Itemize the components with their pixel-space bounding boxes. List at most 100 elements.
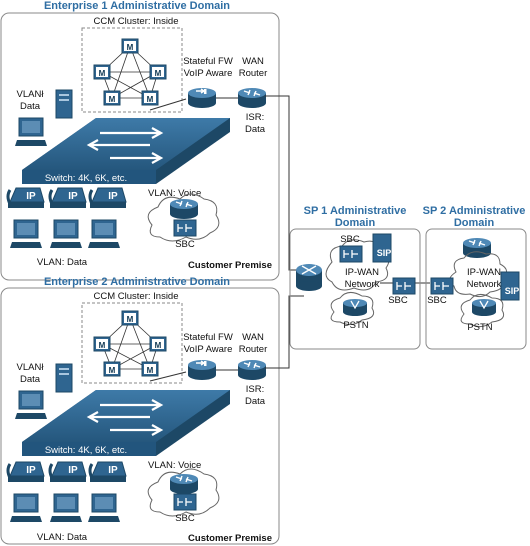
isr-label-2: Data xyxy=(245,396,266,407)
sp1-sip-server-icon xyxy=(372,233,392,263)
cluster-server xyxy=(121,38,139,54)
ip-phone-icon xyxy=(88,186,128,210)
cluster-server xyxy=(93,336,111,352)
customer-premise-label: Customer Premise xyxy=(188,533,272,544)
vlan-data-label: VLANł xyxy=(17,362,45,373)
sp2-border xyxy=(425,228,527,350)
sbc-label: SBC xyxy=(175,513,195,524)
ip-phone-icon xyxy=(6,460,46,484)
sp1-ip-wan-cloud xyxy=(325,239,390,291)
ip-phone-icon xyxy=(88,460,128,484)
isr-label: ISR: xyxy=(246,112,264,123)
ccm-cluster-label: CCM Cluster: Inside xyxy=(94,291,179,302)
pc-icon xyxy=(9,219,43,249)
vlan-data-bottom-label: VLAN: Data xyxy=(37,532,88,543)
customer-premise-label: Customer Premise xyxy=(188,260,272,271)
sp1-sbc-top-label: SBC xyxy=(340,234,360,245)
firewall-label-2: VoIP Aware xyxy=(184,68,233,79)
firewall-label: Stateful FW xyxy=(183,56,233,67)
sbc-router-icon xyxy=(169,473,199,495)
vlan-data-label: VLANł xyxy=(17,89,45,100)
sp1-domain: SP 1 Administrative Domain SBC IP-WAN Ne… xyxy=(289,205,421,350)
sbc-icon xyxy=(173,219,197,237)
sbc-cloud xyxy=(147,193,220,242)
sp1-pstn-label: PSTN xyxy=(343,320,368,331)
sp1-title-2: Domain xyxy=(335,217,376,229)
vlan-data-label-2: Data xyxy=(20,101,41,112)
enterprise2-domain: Enterprise 2 Administrative Domain CCM C… xyxy=(0,276,280,545)
sp2-pstn-cloud xyxy=(460,294,505,328)
vlan-voice-label: VLAN: Voice xyxy=(148,188,201,199)
firewall-icon xyxy=(187,87,217,109)
cluster-server xyxy=(93,64,111,80)
enterprise1-border xyxy=(0,12,280,281)
ccm-cluster-box xyxy=(81,302,183,384)
sp2-network-label-2: Network xyxy=(467,279,502,290)
isr-label-2: Data xyxy=(245,124,266,135)
cluster-server xyxy=(121,310,139,326)
pc-icon xyxy=(87,219,121,249)
pc-icon xyxy=(14,117,48,147)
core-switch: Switch: 4K, 6K, etc. xyxy=(22,390,230,456)
wan-router-label: WAN xyxy=(242,332,264,343)
vlan-voice-label: VLAN: Voice xyxy=(148,460,201,471)
wan-router-icon xyxy=(237,87,267,109)
isr-label: ISR: xyxy=(246,384,264,395)
switch-label: Switch: 4K, 6K, etc. xyxy=(45,445,127,456)
cluster-server xyxy=(141,90,159,106)
wan-router-icon xyxy=(237,359,267,381)
pc-icon xyxy=(9,493,43,523)
enterprise1-domain: Enterprise 1 Administrative Domain CCM C… xyxy=(0,0,280,281)
sp2-pstn-label: PSTN xyxy=(467,322,492,333)
server-tower-icon xyxy=(55,89,73,119)
ip-phone-icon xyxy=(6,186,46,210)
sp1-sbc-icon-right xyxy=(392,277,416,295)
vlan-data-bottom-label: VLAN: Data xyxy=(37,257,88,268)
wan-router-label: WAN xyxy=(242,56,264,67)
sp1-network-label: IP-WAN xyxy=(345,267,379,278)
sp2-sbc-icon xyxy=(430,277,454,295)
sp2-title-2: Domain xyxy=(454,217,495,229)
pc-icon xyxy=(49,219,83,249)
sp2-sbc-label: SBC xyxy=(427,295,447,306)
cluster-server xyxy=(103,361,121,377)
sbc-cloud xyxy=(147,468,220,517)
pc-icon xyxy=(87,493,121,523)
enterprise2-border xyxy=(0,287,280,545)
wan-router-label-2: Router xyxy=(239,68,268,79)
ip-phone-icon xyxy=(48,186,88,210)
sp1-voice-gateway-icon xyxy=(342,298,368,317)
cluster-server xyxy=(141,361,159,377)
sp2-sip-server-icon xyxy=(500,271,520,301)
vlan-data-label-2: Data xyxy=(20,374,41,385)
firewall-icon xyxy=(187,359,217,381)
sp1-network-label-2: Network xyxy=(345,279,380,290)
ccm-cluster-box xyxy=(81,27,183,113)
enterprise1-title: Enterprise 1 Administrative Domain xyxy=(44,0,230,12)
ip-phone-icon xyxy=(48,460,88,484)
enterprise2-title: Enterprise 2 Administrative Domain xyxy=(44,276,230,288)
sp2-domain: SP 2 Administrative Domain IP-WAN Networ… xyxy=(423,205,527,350)
sp1-title: SP 1 Administrative xyxy=(304,205,407,217)
sp1-sbc-icon xyxy=(339,245,363,263)
ccm-cluster-label: CCM Cluster: Inside xyxy=(94,16,179,27)
firewall-label: Stateful FW xyxy=(183,332,233,343)
sp2-title: SP 2 Administrative xyxy=(423,205,526,217)
cluster-server xyxy=(149,336,167,352)
sp1-pstn-cloud xyxy=(330,292,375,326)
sbc-label: SBC xyxy=(175,239,195,250)
switch-label: Switch: 4K, 6K, etc. xyxy=(45,173,127,184)
sbc-icon xyxy=(173,493,197,511)
sbc-router-icon xyxy=(169,198,199,220)
cluster-server xyxy=(103,90,121,106)
core-switch: Switch: 4K, 6K, etc. xyxy=(22,118,230,184)
sp1-border xyxy=(289,228,421,350)
pc-icon xyxy=(49,493,83,523)
server-tower-icon xyxy=(55,363,73,393)
firewall-label-2: VoIP Aware xyxy=(184,344,233,355)
wan-router-label-2: Router xyxy=(239,344,268,355)
sp1-core-router-icon xyxy=(296,264,322,291)
sp2-network-label: IP-WAN xyxy=(467,267,501,278)
pc-icon xyxy=(14,390,48,420)
